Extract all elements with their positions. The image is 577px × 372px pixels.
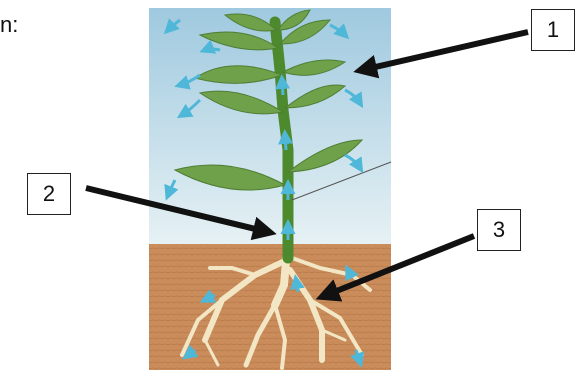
label-box-2: 2 (27, 173, 71, 215)
label-box-3: 3 (477, 209, 521, 251)
label-box-1: 1 (531, 9, 575, 51)
